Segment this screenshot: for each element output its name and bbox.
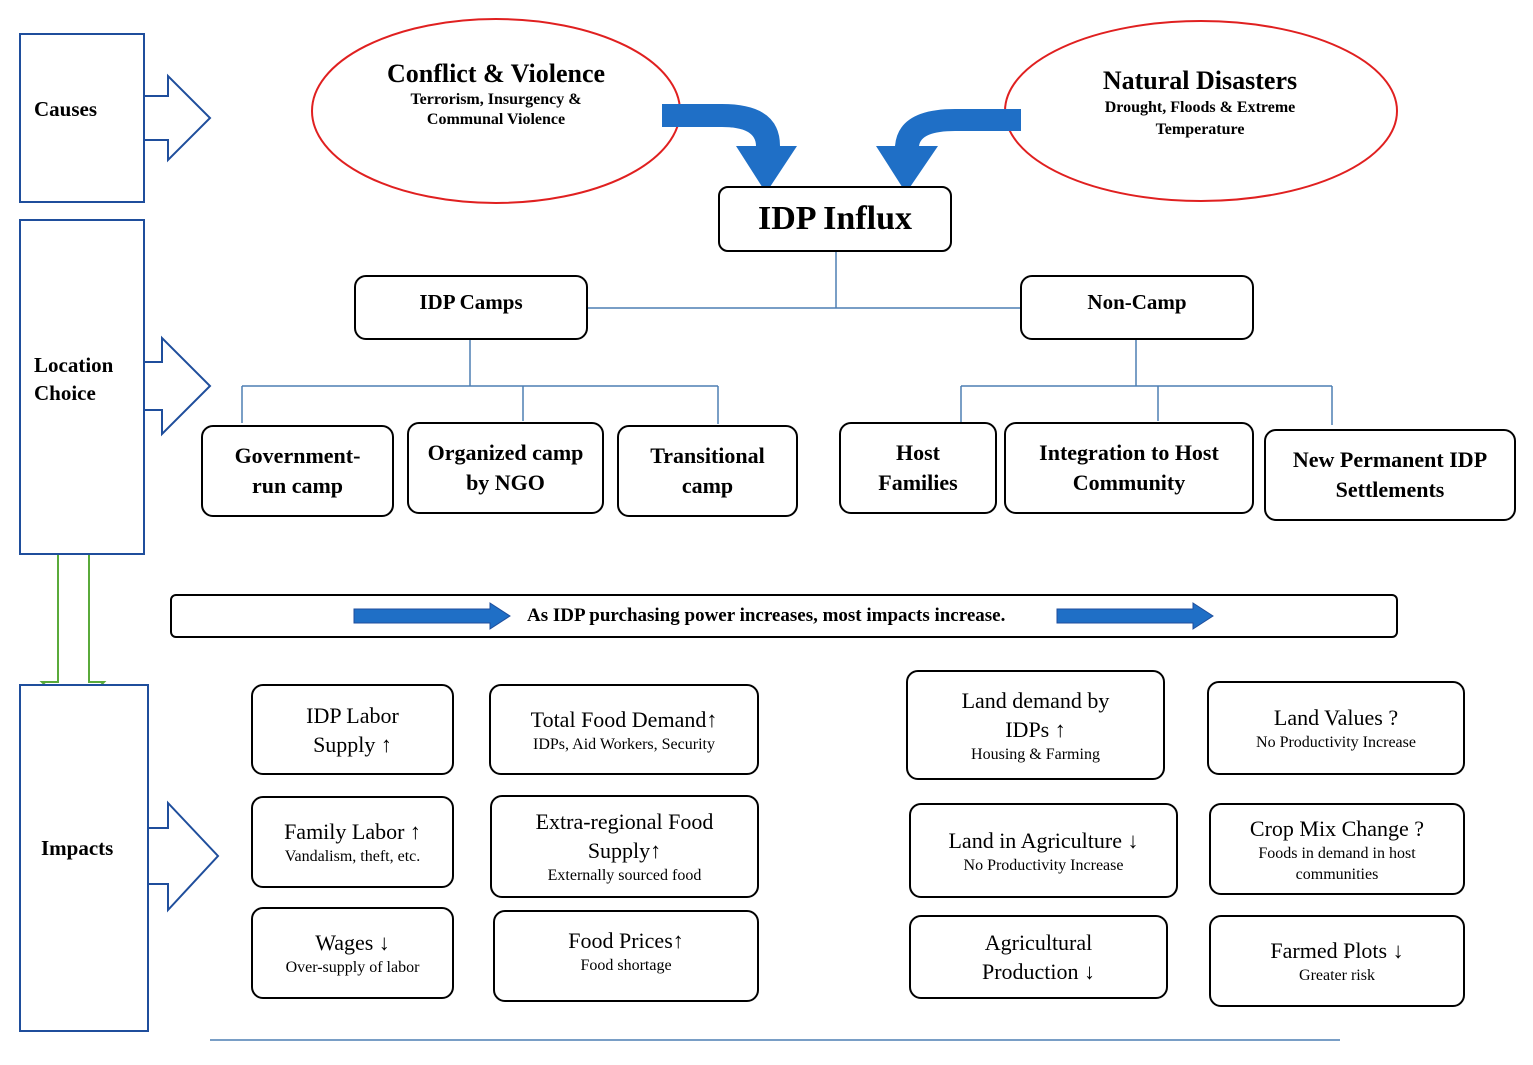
noncamp-option-host-families: Host Families <box>839 422 997 514</box>
impact-land-in-agriculture: Land in Agriculture ↓ No Productivity In… <box>909 803 1178 898</box>
purchasing-power-banner: As IDP purchasing power increases, most … <box>170 594 1398 638</box>
camp-option-label: Government-run camp <box>234 443 361 498</box>
impact-idp-labor-supply: IDP Labor Supply ↑ <box>251 684 454 775</box>
impact-sub: Over-supply of labor <box>285 959 420 976</box>
location-choice-label: Location Choice <box>34 353 114 405</box>
impact-sub: No Productivity Increase <box>1256 734 1416 751</box>
impact-sub: Greater risk <box>1299 967 1375 984</box>
camp-option-ngo: Organized camp by NGO <box>407 422 604 514</box>
impact-sub: No Productivity Increase <box>963 856 1124 874</box>
banner-right-arrow <box>1056 602 1214 630</box>
impact-land-values: Land Values ? No Productivity Increase <box>1207 681 1465 775</box>
impact-food-prices: Food Prices↑ Food shortage <box>493 910 759 1002</box>
impact-agricultural-production: Agricultural Production ↓ <box>909 915 1168 999</box>
conflict-text: Conflict & Violence Terrorism, Insurgenc… <box>386 58 606 130</box>
idp-camps-box: IDP Camps <box>354 275 588 340</box>
noncamp-option-integration: Integration to Host Community <box>1004 422 1254 514</box>
impact-main: Land demand by IDPs ↑ <box>961 687 1110 742</box>
noncamp-option-label: Integration to Host Community <box>1039 440 1219 495</box>
impact-sub: IDPs, Aid Workers, Security <box>533 735 715 753</box>
noncamp-option-settlements: New Permanent IDP Settlements <box>1264 429 1516 521</box>
impact-family-labor: Family Labor ↑ Vandalism, theft, etc. <box>251 796 454 888</box>
impact-main: Farmed Plots ↓ <box>1270 938 1404 963</box>
causes-side-arrow <box>142 73 212 163</box>
natural-subtitle: Drought, Floods & Extreme Temperature <box>1104 99 1296 138</box>
impact-main: IDP Labor Supply ↑ <box>306 702 399 757</box>
impacts-label: Impacts <box>41 836 114 860</box>
natural-disasters-text: Natural Disasters Drought, Floods & Extr… <box>1080 64 1320 141</box>
camp-option-government: Government-run camp <box>201 425 394 517</box>
impact-main: Land in Agriculture ↓ <box>948 827 1139 853</box>
impact-extra-regional-food-supply: Extra-regional Food Supply↑ Externally s… <box>490 795 759 898</box>
natural-title: Natural Disasters <box>1102 66 1298 95</box>
camp-option-transitional: Transitional camp <box>617 425 798 517</box>
impact-main: Extra-regional Food Supply↑ <box>535 809 714 863</box>
camp-option-label: Transitional camp <box>650 443 765 498</box>
location-choice-side-box: Location Choice <box>19 219 145 555</box>
impact-crop-mix-change: Crop Mix Change ? Foods in demand in hos… <box>1209 803 1465 895</box>
impact-main: Family Labor ↑ <box>284 819 421 844</box>
impact-sub: Externally sourced food <box>547 867 702 884</box>
non-camp-box: Non-Camp <box>1020 275 1254 340</box>
impact-land-demand: Land demand by IDPs ↑ Housing & Farming <box>906 670 1165 780</box>
causes-side-box: Causes <box>19 33 145 203</box>
impact-main: Crop Mix Change ? <box>1249 815 1425 841</box>
natural-to-influx-arrow <box>876 109 1021 193</box>
banner-left-arrow <box>353 602 511 630</box>
impact-main: Land Values ? <box>1273 705 1399 730</box>
banner-text: As IDP purchasing power increases, most … <box>527 605 1006 626</box>
conflict-title: Conflict & Violence <box>386 59 606 88</box>
idp-influx-label: IDP Influx <box>758 200 912 237</box>
impact-main: Food Prices↑ <box>568 928 684 953</box>
non-camp-label: Non-Camp <box>1087 290 1187 314</box>
impacts-side-arrow <box>147 800 220 913</box>
noncamp-option-label: New Permanent IDP Settlements <box>1292 447 1488 502</box>
impact-sub: Vandalism, theft, etc. <box>284 848 421 865</box>
impact-sub: Foods in demand in host communities <box>1258 844 1416 883</box>
tree-connectors <box>241 252 1333 425</box>
impact-main: Agricultural Production ↓ <box>981 930 1096 984</box>
causes-label: Causes <box>34 97 98 121</box>
impact-main: Total Food Demand↑ <box>530 706 718 732</box>
camp-option-label: Organized camp by NGO <box>427 440 584 495</box>
impact-farmed-plots: Farmed Plots ↓ Greater risk <box>1209 915 1465 1007</box>
impact-main: Wages ↓ <box>315 930 390 955</box>
impact-sub: Food shortage <box>580 957 672 974</box>
conflict-to-influx-arrow <box>662 104 797 193</box>
impact-sub: Housing & Farming <box>971 745 1100 763</box>
impact-wages: Wages ↓ Over-supply of labor <box>251 907 454 999</box>
idp-influx-box: IDP Influx <box>718 186 952 252</box>
impacts-side-box: Impacts <box>19 684 149 1032</box>
location-side-arrow <box>142 335 212 437</box>
conflict-subtitle: Terrorism, Insurgency & Communal Violenc… <box>410 91 582 128</box>
noncamp-option-label: Host Families <box>878 440 958 495</box>
idp-camps-label: IDP Camps <box>419 290 523 314</box>
impact-total-food-demand: Total Food Demand↑ IDPs, Aid Workers, Se… <box>489 684 759 775</box>
